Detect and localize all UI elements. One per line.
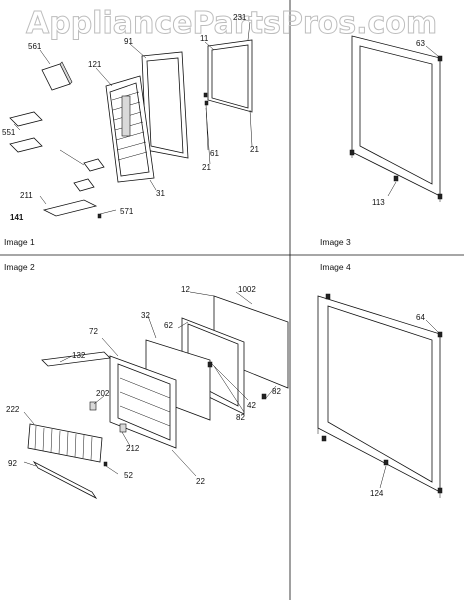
image-2-diagram: 12 1002 32 62 72 132 202 222 212 92 52 2… (4, 262, 289, 500)
label-62: 62 (164, 321, 173, 330)
label-124: 124 (370, 489, 384, 498)
label-91: 91 (124, 37, 133, 46)
image-1-diagram: 561 121 91 11 231 551 61 21 21 31 211 57… (2, 13, 259, 247)
label-92: 92 (8, 459, 17, 468)
caption-image-3: Image 3 (320, 237, 351, 247)
label-231: 231 (233, 13, 247, 22)
label-141: 141 (10, 213, 24, 222)
label-222: 222 (6, 405, 20, 414)
label-22: 22 (196, 477, 205, 486)
label-12: 12 (181, 285, 190, 294)
image-4-diagram: 64 124 Image 4 (317, 262, 443, 498)
label-32: 32 (141, 311, 150, 320)
label-11: 11 (200, 34, 209, 43)
image-3-diagram: 63 113 Image 3 (320, 35, 443, 247)
label-21-lower: 21 (202, 163, 211, 172)
label-21-right: 21 (250, 145, 259, 154)
watermark-text: AppliancePartsPros.com (26, 6, 437, 41)
label-72: 72 (89, 327, 98, 336)
caption-image-1: Image 1 (4, 237, 35, 247)
label-82-right: 82 (272, 387, 281, 396)
label-52: 52 (124, 471, 133, 480)
label-132: 132 (72, 351, 86, 360)
label-63: 63 (416, 39, 425, 48)
label-113: 113 (372, 198, 385, 207)
label-42: 42 (247, 401, 256, 410)
label-211: 211 (20, 191, 33, 200)
label-1002: 1002 (238, 285, 256, 294)
label-121: 121 (88, 60, 102, 69)
label-202: 202 (96, 389, 110, 398)
caption-image-2: Image 2 (4, 262, 35, 272)
label-571: 571 (120, 207, 134, 216)
label-82-lower: 82 (236, 413, 245, 422)
label-64: 64 (416, 313, 425, 322)
caption-image-4: Image 4 (320, 262, 351, 272)
label-561: 561 (28, 42, 42, 51)
label-61: 61 (210, 149, 219, 158)
label-31: 31 (156, 189, 165, 198)
label-551: 551 (2, 128, 16, 137)
label-212: 212 (126, 444, 140, 453)
